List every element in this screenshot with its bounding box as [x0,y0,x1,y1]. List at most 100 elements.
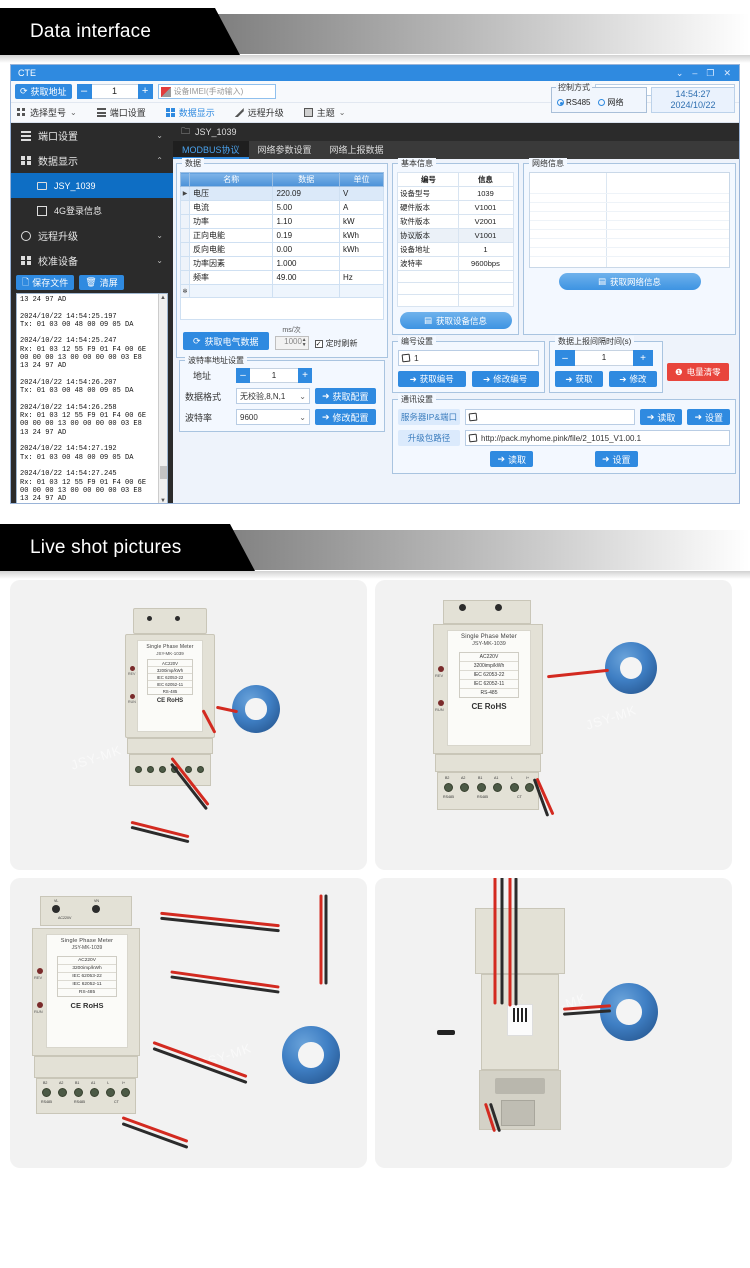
set-interval-button[interactable]: ➔ 修改 [609,371,657,387]
sidebar-item-data-display[interactable]: 数据显示 ⌃ [11,148,173,173]
scroll-up-icon[interactable]: ▲ [160,295,166,301]
scroll-down-icon[interactable]: ▼ [160,498,166,504]
server-read-button[interactable]: ➔ 读取 [639,409,683,425]
tab-theme-label: 主题 [316,108,335,118]
path-set-button[interactable]: ➜ 设置 [595,451,638,467]
report-interval-legend: 数据上报间隔时间(s) [555,336,635,347]
window-titlebar: CTE ⌄ – ❐ ✕ [11,65,739,81]
sidebar-item-label: 远程升级 [38,232,78,243]
get-network-info-label: 获取网络信息 [610,276,662,287]
log-panel: 🗋 保存文件 🗑 清屏 13 24 97 AD 2024/10/22 14:54… [16,275,168,504]
set-number-button[interactable]: ➔ 修改编号 [471,371,539,387]
cell-value: 0.19 [272,228,340,243]
get-config-button[interactable]: ➜ 获取配置 [315,388,376,404]
address-value[interactable]: 1 [250,368,298,383]
report-interval-stepper[interactable]: – 1 + [555,350,657,366]
chevron-down-icon[interactable]: ⌄ [675,67,684,78]
tab-remote-upgrade[interactable]: 远程升级 [234,103,284,123]
interval-increment-button[interactable]: + [633,350,653,366]
folder-icon: 🗀 [181,126,191,136]
tab-select-model[interactable]: 选择型号 ⌄ [17,103,77,123]
interval-decrement-button[interactable]: – [555,350,575,366]
arrow-out-icon: ➔ [646,411,655,422]
save-file-button[interactable]: 🗋 保存文件 [16,275,75,290]
tab-modbus-protocol[interactable]: MODBUS协议 [173,141,249,159]
address-decrement-button[interactable]: – [236,368,250,383]
path-read-button[interactable]: ➔ 读取 [490,451,533,467]
address-increment-button[interactable]: + [298,368,312,383]
banner-black-tag: Data interface [0,8,240,55]
cell-key: 波特率 [397,256,459,271]
warning-icon: ❶ [675,366,683,377]
tab-network-report-data[interactable]: 网络上报数据 [329,145,384,155]
auto-refresh-checkbox[interactable]: ✓ 定时刷新 [314,338,358,350]
tab-port-settings[interactable]: 端口设置 [96,103,146,123]
terminal-screw [525,783,534,792]
table-row[interactable]: 频率 49.00 Hz [180,270,384,285]
maximize-icon[interactable]: ❐ [706,67,715,78]
radio-icon [598,99,606,106]
upgrade-path-input[interactable]: http://pack.myhome.pink/file/2_1015_V1.0… [465,430,730,446]
address-increment-button[interactable]: + [137,84,153,99]
table-divider [530,256,729,257]
acquire-electrical-data-button[interactable]: ⟳ 获取电气数据 [183,332,269,350]
reset-energy-button[interactable]: ❶ 电量清零 [667,363,729,381]
sidebar-item-remote-upgrade[interactable]: 远程升级 ⌄ [11,223,173,248]
sidebar-item-jsy-1039[interactable]: JSY_1039 [11,173,173,198]
sidebar-item-port-settings[interactable]: 端口设置 ⌄ [11,123,173,148]
data-format-value: 无校验,8,N,1 [240,391,286,401]
terminal-label: B2 [445,776,450,780]
table-row[interactable]: 功率因素 1.000 [180,256,384,271]
meter-top-housing [443,600,531,624]
data-format-select[interactable]: 无校验,8,N,1 ⌄ [236,388,310,404]
baud-select[interactable]: 9600 ⌄ [236,409,310,425]
upgrade-path-label: 升级包路径 [398,430,460,446]
spinner-icon[interactable]: ▲▼ [301,337,307,348]
get-device-info-label: 获取设备信息 [436,315,488,326]
cell-value: 1 [457,242,515,257]
table-row[interactable]: 电流 5.00 A [180,200,384,215]
table-row[interactable]: ▶ 电压 220.09 V [180,186,384,201]
baud-address-stepper[interactable]: – 1 + [236,368,312,383]
table-row[interactable]: 功率 1.10 kW [180,214,384,229]
get-number-button[interactable]: ➜ 获取编号 [398,371,466,387]
log-scrollbar[interactable]: ▲ ▼ [158,294,167,504]
set-config-button[interactable]: ➔ 修改配置 [315,409,376,425]
get-address-label: 获取地址 [30,87,67,97]
meter-label-model: JSY-MK-1039 [472,641,506,647]
baud-value: 9600 [240,412,258,422]
sidebar-item-calibrate-device[interactable]: 校准设备 ⌄ [11,248,173,273]
sidebar-item-4g-login-info[interactable]: 4G登录信息 [11,198,173,223]
get-interval-button[interactable]: ➜ 获取 [555,371,603,387]
clear-screen-button[interactable]: 🗑 清屏 [79,275,124,290]
device-number-input[interactable]: 1 [398,350,539,366]
log-textarea[interactable]: 13 24 97 AD 2024/10/22 14:54:25.197 Tx: … [16,293,168,504]
arrow-in-icon: ➜ [322,390,330,401]
table-row[interactable]: 反向电能 0.00 kWh [180,242,384,257]
get-network-info-button[interactable]: ▤ 获取网络信息 [558,273,701,290]
address-stepper[interactable]: – 1 + [76,84,153,99]
section-banner-data-interface: Data interface [0,0,750,63]
server-set-button[interactable]: ➜ 设置 [687,409,730,425]
refresh-interval-input[interactable]: 1000 ▲▼ [274,336,309,350]
get-address-button[interactable]: ⟳ 获取地址 [15,84,72,99]
table-row[interactable]: 正向电能 0.19 kWh [180,228,384,243]
radio-network[interactable]: 网络 [598,97,623,108]
tab-data-display[interactable]: 数据显示 [165,103,215,123]
close-icon[interactable]: ✕ [723,67,731,78]
scrollbar-thumb[interactable] [160,466,167,479]
interval-value[interactable]: 1 [575,350,633,366]
row-marker [180,200,190,215]
imei-input[interactable]: 设备IMEI(手动输入) [157,84,276,99]
address-decrement-button[interactable]: – [76,84,92,99]
certification-mark: CE RoHS [70,1001,104,1010]
server-ip-port-input[interactable] [465,409,635,425]
tab-theme[interactable]: 主题 ⌄ [303,103,345,123]
minimize-icon[interactable]: – [692,67,698,78]
address-value[interactable]: 1 [91,84,138,99]
get-device-info-button[interactable]: ▤ 获取设备信息 [399,312,512,329]
radio-rs485[interactable]: RS485 [557,98,590,107]
network-info-table[interactable] [529,172,730,268]
tab-network-params[interactable]: 网络参数设置 [257,145,312,155]
